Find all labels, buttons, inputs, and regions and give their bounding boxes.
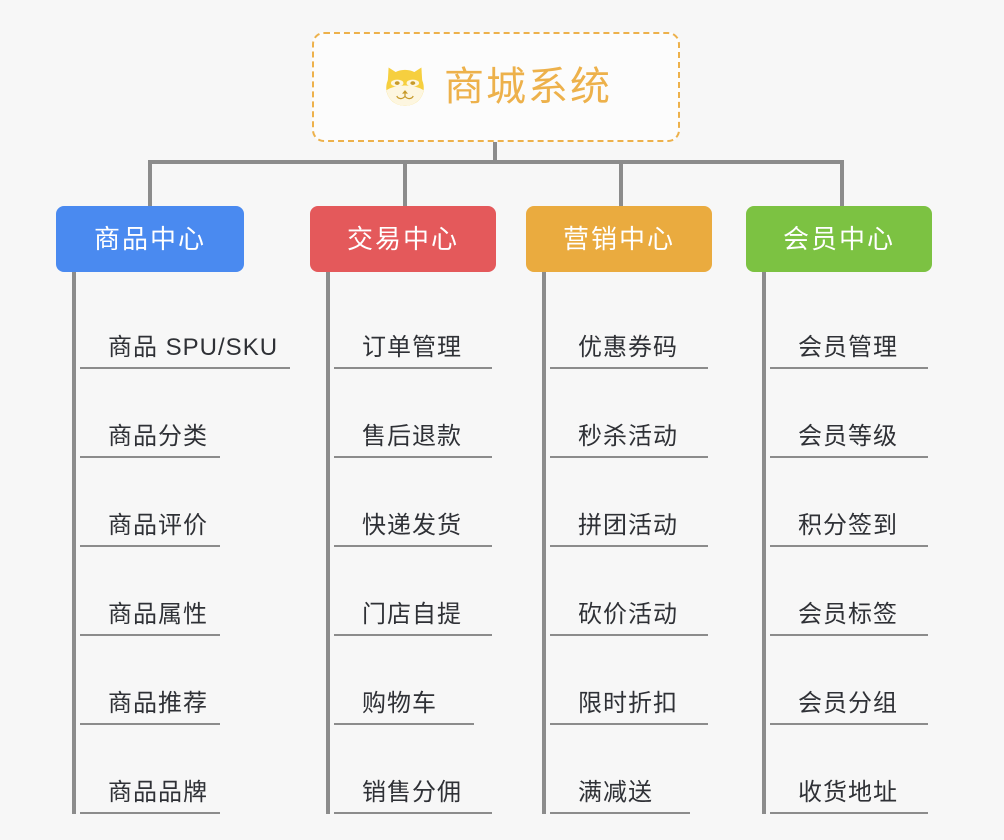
- branch-2-leaf-list: 订单管理 售后退款 快递发货 门店自提 购物车 销售分佣: [326, 272, 496, 814]
- leaf-label: 优惠券码: [578, 333, 678, 361]
- branch-header-1-label: 商品中心: [93, 224, 206, 254]
- leaf-label: 商品推荐: [108, 689, 208, 717]
- branch-header-2-label: 交易中心: [346, 224, 459, 254]
- leaf-item[interactable]: 快递发货: [334, 458, 492, 547]
- leaf-label: 会员分组: [798, 689, 898, 717]
- leaf-label: 满减送: [578, 778, 653, 806]
- leaf-item[interactable]: 商品属性: [80, 547, 220, 636]
- branch-header-2[interactable]: 交易中心: [310, 206, 496, 272]
- leaf-label: 商品属性: [108, 600, 208, 628]
- leaf-label: 砍价活动: [578, 600, 678, 628]
- leaf-item[interactable]: 收货地址: [770, 725, 928, 814]
- branch-column-4: 会员中心 会员管理 会员等级 积分签到 会员标签 会员分组 收货地址: [746, 206, 932, 814]
- leaf-item[interactable]: 商品分类: [80, 369, 220, 458]
- leaf-item[interactable]: 积分签到: [770, 458, 928, 547]
- leaf-label: 限时折扣: [578, 689, 678, 717]
- leaf-label: 会员管理: [798, 333, 898, 361]
- leaf-label: 积分签到: [798, 511, 898, 539]
- leaf-label: 订单管理: [362, 333, 462, 361]
- leaf-item[interactable]: 会员标签: [770, 547, 928, 636]
- connector-root-stem: [493, 142, 497, 164]
- connector-drop-1: [148, 160, 152, 208]
- leaf-item[interactable]: 优惠券码: [550, 280, 708, 369]
- leaf-item[interactable]: 商品推荐: [80, 636, 220, 725]
- connector-drop-3: [619, 160, 623, 208]
- leaf-item[interactable]: 购物车: [334, 636, 474, 725]
- leaf-label: 销售分佣: [362, 778, 462, 806]
- leaf-label: 商品分类: [108, 422, 208, 450]
- branch-header-3[interactable]: 营销中心: [526, 206, 712, 272]
- leaf-item[interactable]: 订单管理: [334, 280, 492, 369]
- leaf-item[interactable]: 限时折扣: [550, 636, 708, 725]
- branch-header-4-label: 会员中心: [782, 224, 895, 254]
- branch-3-leaf-list: 优惠券码 秒杀活动 拼团活动 砍价活动 限时折扣 满减送: [542, 272, 712, 814]
- branch-column-1: 商品中心 商品 SPU/SKU 商品分类 商品评价 商品属性 商品推荐 商品品牌: [56, 206, 290, 814]
- leaf-label: 门店自提: [362, 600, 462, 628]
- leaf-label: 拼团活动: [578, 511, 678, 539]
- leaf-label: 商品品牌: [108, 778, 208, 806]
- leaf-item[interactable]: 会员等级: [770, 369, 928, 458]
- branch-header-3-label: 营销中心: [562, 224, 675, 254]
- leaf-label: 购物车: [362, 689, 437, 717]
- leaf-item[interactable]: 会员管理: [770, 280, 928, 369]
- branch-header-4[interactable]: 会员中心: [746, 206, 932, 272]
- branch-header-1[interactable]: 商品中心: [56, 206, 244, 272]
- leaf-item[interactable]: 销售分佣: [334, 725, 492, 814]
- leaf-item[interactable]: 售后退款: [334, 369, 492, 458]
- leaf-item[interactable]: 商品 SPU/SKU: [80, 280, 290, 369]
- leaf-label: 商品评价: [108, 511, 208, 539]
- leaf-label: 商品 SPU/SKU: [108, 333, 279, 361]
- leaf-item[interactable]: 门店自提: [334, 547, 492, 636]
- branch-column-2: 交易中心 订单管理 售后退款 快递发货 门店自提 购物车 销售分佣: [310, 206, 496, 814]
- leaf-item[interactable]: 满减送: [550, 725, 690, 814]
- shiba-dog-icon: [380, 62, 430, 112]
- leaf-item[interactable]: 秒杀活动: [550, 369, 708, 458]
- branch-4-leaf-list: 会员管理 会员等级 积分签到 会员标签 会员分组 收货地址: [762, 272, 932, 814]
- leaf-item[interactable]: 砍价活动: [550, 547, 708, 636]
- branch-1-leaf-list: 商品 SPU/SKU 商品分类 商品评价 商品属性 商品推荐 商品品牌: [72, 272, 290, 814]
- connector-drop-4: [840, 160, 844, 208]
- leaf-label: 售后退款: [362, 422, 462, 450]
- leaf-label: 秒杀活动: [578, 422, 678, 450]
- leaf-label: 快递发货: [362, 511, 462, 539]
- leaf-item[interactable]: 商品品牌: [80, 725, 220, 814]
- root-node[interactable]: 商城系统: [312, 32, 680, 142]
- branch-column-3: 营销中心 优惠券码 秒杀活动 拼团活动 砍价活动 限时折扣 满减送: [526, 206, 712, 814]
- leaf-label: 会员标签: [798, 600, 898, 628]
- connector-drop-2: [403, 160, 407, 208]
- connector-horizontal-bus: [148, 160, 844, 164]
- leaf-item[interactable]: 拼团活动: [550, 458, 708, 547]
- leaf-label: 收货地址: [798, 778, 898, 806]
- leaf-item[interactable]: 商品评价: [80, 458, 220, 547]
- root-title: 商城系统: [444, 65, 612, 109]
- leaf-item[interactable]: 会员分组: [770, 636, 928, 725]
- leaf-label: 会员等级: [798, 422, 898, 450]
